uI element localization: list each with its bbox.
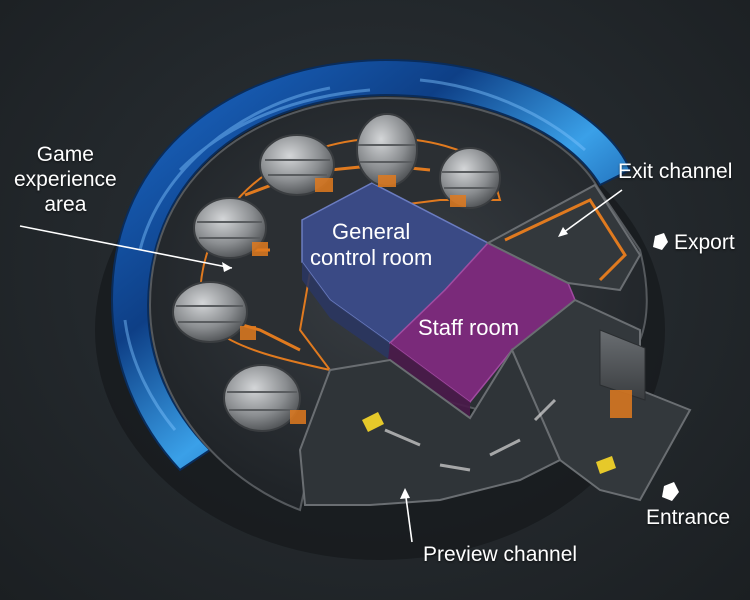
export-text: Export [674, 231, 735, 254]
game-area-line-2: experience [14, 168, 117, 193]
staff-room-label: Staff room [418, 315, 519, 341]
entrance-door-panel [610, 390, 632, 418]
game-experience-area-label: Game experience area [14, 143, 117, 217]
preview-channel-label: Preview channel [423, 543, 577, 568]
control-room-line-2: control room [310, 245, 432, 271]
export-marker-icon [653, 233, 668, 250]
general-control-room-label: General control room [310, 219, 432, 272]
game-area-line-3: area [14, 193, 117, 218]
entrance-text: Entrance [646, 506, 730, 529]
entrance-marker-icon [662, 482, 679, 501]
game-area-line-1: Game [14, 143, 117, 168]
entrance-label: Entrance [646, 506, 730, 531]
exit-channel-text: Exit channel [618, 160, 732, 183]
preview-channel-text: Preview channel [423, 543, 577, 566]
export-label: Export [674, 231, 735, 256]
pod [357, 114, 417, 187]
pod [440, 148, 500, 208]
control-room-line-1: General [310, 219, 432, 245]
staff-room-text: Staff room [418, 315, 519, 340]
exit-channel-label: Exit channel [618, 160, 732, 185]
pod [194, 198, 268, 258]
pod [260, 135, 334, 195]
